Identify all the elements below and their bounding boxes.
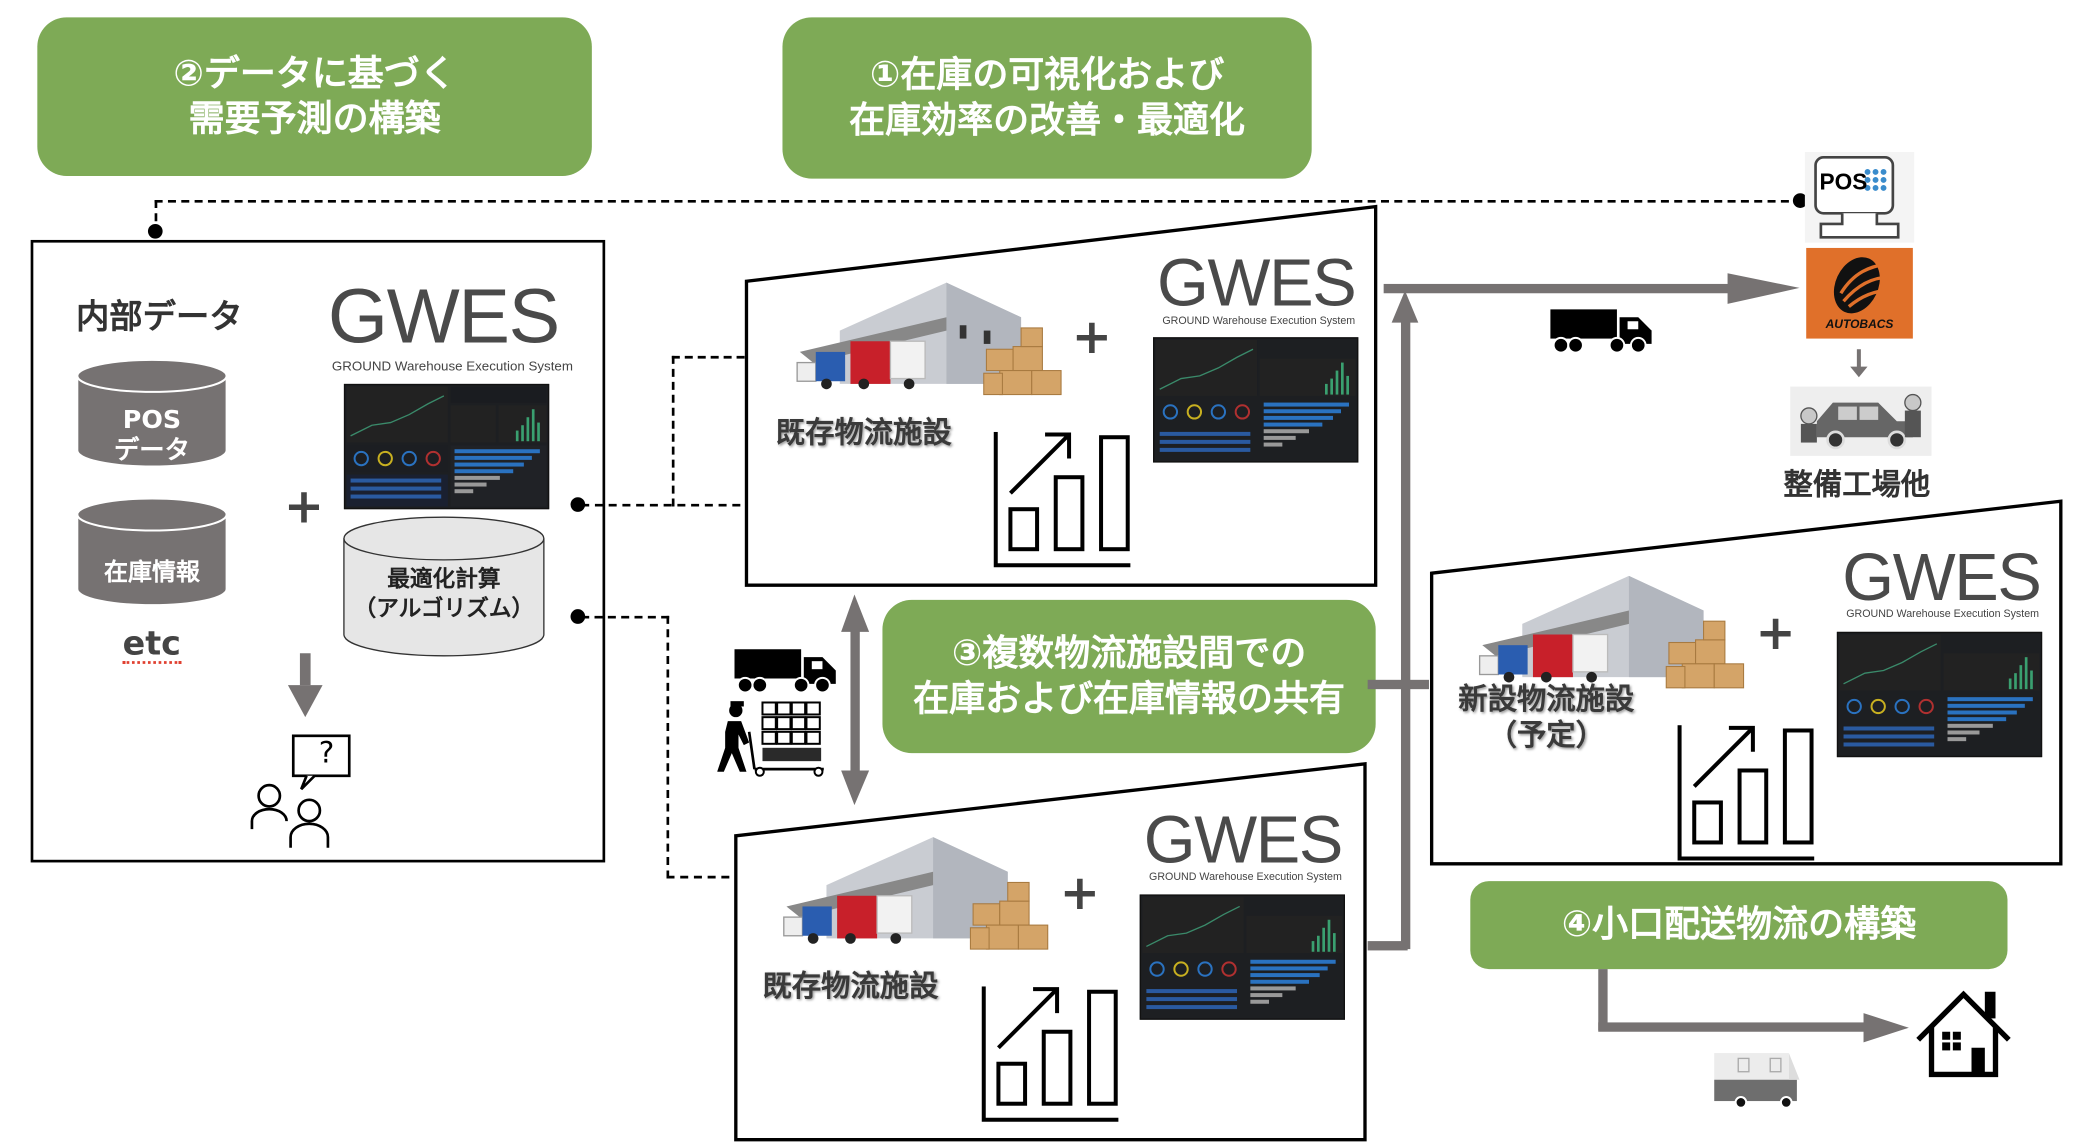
facility-3-dashboard-screenshot	[1836, 631, 2043, 758]
goal-3-box: ③複数物流施設間での在庫および在庫情報の共有	[882, 599, 1376, 754]
goal-4-line1: ④小口配送物流の構築	[1561, 903, 1917, 946]
internal-data-title: 内部データ	[75, 297, 243, 336]
facility-1-gwes-subtitle: GROUND Warehouse Execution System	[1162, 314, 1356, 327]
goal-1-line1: ①在庫の可視化および	[869, 54, 1225, 96]
dashboard-graphic	[1142, 897, 1343, 1010]
facility-2-warehouse-image	[773, 832, 1061, 971]
double-arrow-shaft	[850, 626, 860, 776]
facility-1-frame	[744, 204, 1378, 587]
truck-icon	[734, 649, 836, 694]
pos-data-cylinder	[76, 358, 228, 468]
facility-1-warehouse-image	[786, 277, 1074, 416]
facility-1-name: 既存物流施設	[775, 417, 952, 451]
goal-4-box: ④小口配送物流の構築	[1470, 881, 2008, 970]
goal-3-line1: ③複数物流施設間での	[951, 632, 1307, 675]
facility-3-gwes-subtitle: GROUND Warehouse Execution System	[1846, 607, 2040, 620]
growth-chart-icon	[993, 431, 1131, 568]
connector-dot	[570, 609, 586, 624]
workshop-label: 整備工場他	[1783, 469, 1931, 503]
facility-2-name: 既存物流施設	[762, 970, 939, 1004]
gwes-subtitle: GROUND Warehouse Execution System	[331, 359, 573, 375]
algorithm-cylinder	[343, 516, 545, 657]
autobacs-emblem-icon	[1833, 257, 1889, 314]
etc-label: etc	[122, 623, 181, 664]
arrow-to-house	[1598, 1022, 1865, 1032]
facility-2-gwes-subtitle: GROUND Warehouse Execution System	[1149, 870, 1342, 883]
plus-sign: +	[283, 479, 325, 535]
facility-3-warehouse-image	[1469, 571, 1757, 710]
delivery-van-icon	[1714, 1053, 1800, 1109]
facility-1-plus: +	[1071, 310, 1112, 366]
inventory-info-cylinder	[76, 497, 228, 607]
facility-1-dashboard-screenshot	[1153, 337, 1359, 463]
facility-3-frame	[1429, 499, 2063, 866]
connector-dot	[570, 497, 586, 512]
facility-2-dashboard-screenshot	[1139, 894, 1345, 1020]
dashboard-graphic	[1839, 634, 2040, 747]
gwes-dashboard-screenshot	[343, 383, 550, 510]
gwes-logo: GWES	[327, 273, 560, 360]
arrow-to-store	[1383, 283, 1731, 294]
arrow-up-head	[1391, 290, 1419, 323]
down-arrow-icon	[287, 653, 323, 718]
connector-line-facility-1-vert	[671, 355, 771, 507]
algorithm-label: 最適化計算 （アルゴリズム）	[353, 566, 535, 623]
question-mark: ?	[318, 737, 335, 771]
facility-3-name: 新設物流施設 （予定）	[1458, 683, 1635, 754]
arrow-from-facility-3	[1367, 679, 1429, 690]
connector-dot	[1792, 193, 1808, 208]
growth-chart-icon	[981, 986, 1119, 1122]
arrow-to-house-vertical	[1598, 969, 1608, 1031]
goal-1-box: ①在庫の可視化および在庫効率の改善・最適化	[782, 17, 1312, 179]
facility-3-plus: +	[1755, 606, 1796, 662]
double-arrow-up-head	[841, 594, 870, 632]
warehouse-illustration	[796, 282, 1062, 396]
goal-2-line2: 需要予測の構築	[188, 97, 441, 140]
connector-line-facility-1	[581, 356, 768, 507]
people-question-icon	[250, 734, 351, 848]
pos-data-label: POS データ	[113, 405, 190, 466]
pos-terminal-label: POS	[1819, 169, 1868, 195]
worker-cart-icon	[717, 701, 824, 777]
house-icon	[1916, 990, 2011, 1078]
goal-3-line2: 在庫および在庫情報の共有	[913, 677, 1345, 720]
arrow-from-facility-2	[1367, 941, 1408, 951]
pos-terminal-icon	[1814, 155, 1900, 239]
connector-line-facility-2	[581, 615, 670, 619]
double-arrow-down-head	[841, 770, 870, 806]
arrow-to-workshop	[1856, 349, 1861, 368]
dashboard-graphic	[346, 386, 547, 507]
inventory-info-label: 在庫情報	[103, 558, 200, 587]
workshop-image	[1790, 386, 1932, 456]
facility-2-plus: +	[1059, 866, 1100, 922]
facility-2-gwes-logo: GWES	[1143, 802, 1344, 878]
goal-1-line2: 在庫効率の改善・最適化	[849, 99, 1246, 141]
connector-dot	[147, 223, 163, 239]
arrow-to-store-head	[1727, 273, 1800, 304]
arrow-to-house-head	[1863, 1013, 1909, 1043]
pos-terminal	[1804, 151, 1915, 243]
growth-chart-icon	[1677, 725, 1815, 861]
pos-feedback-line	[154, 199, 1803, 235]
autobacs-store-logo: AUTOBACS	[1806, 247, 1913, 339]
facility-1-gwes-logo: GWES	[1157, 245, 1357, 320]
goal-2-line1: ②データに基づく	[173, 52, 456, 95]
mechanic-car-illustration	[1800, 393, 1922, 450]
arrow-to-workshop-head	[1850, 366, 1868, 378]
connector-line-facility-2-vert	[666, 615, 771, 879]
autobacs-label: AUTOBACS	[1825, 317, 1894, 331]
truck-icon	[1550, 309, 1652, 354]
warehouse-illustration	[1478, 575, 1745, 689]
dashboard-graphic	[1155, 339, 1356, 452]
warehouse-illustration	[783, 837, 1049, 950]
goal-2-box: ②データに基づく需要予測の構築	[37, 17, 592, 176]
arrow-vertical-trunk	[1400, 319, 1411, 950]
facility-3-gwes-logo: GWES	[1842, 539, 2042, 615]
